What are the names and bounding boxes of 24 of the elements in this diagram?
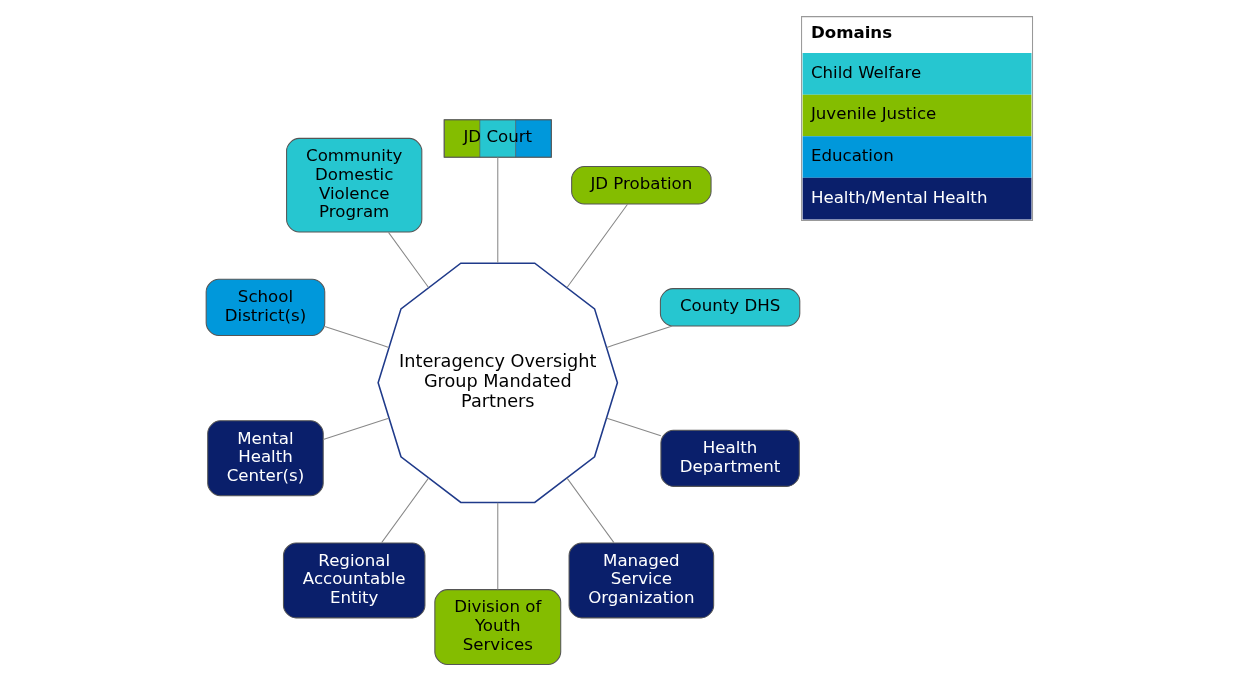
legend-label: Health/Mental Health — [810, 187, 987, 207]
node-box: JD Probation — [570, 165, 712, 205]
connector — [496, 156, 498, 264]
connector — [496, 502, 498, 590]
node-box: Community Domestic Violence Program — [285, 137, 422, 233]
connector — [323, 326, 389, 348]
node-box: School District(s) — [205, 278, 325, 336]
legend-label: Child Welfare — [810, 62, 921, 82]
connector — [380, 477, 429, 544]
label: Domains — [810, 23, 892, 43]
legend-label: Juvenile Justice — [810, 104, 936, 124]
node-box: Managed Service Organization — [568, 542, 714, 619]
node-box: County DHS — [659, 288, 800, 327]
connector — [566, 203, 628, 288]
legend-label: Education — [810, 146, 894, 166]
connector — [566, 477, 614, 544]
connector — [387, 231, 429, 288]
connector — [605, 325, 673, 348]
node-box: Health Department — [659, 429, 800, 487]
node-box: Regional Accountable Entity — [282, 542, 425, 619]
node-box: Mental Health Center(s) — [206, 420, 324, 497]
connector — [605, 417, 661, 437]
node-box: Division of Youth Services — [433, 589, 561, 666]
connector — [322, 417, 389, 441]
